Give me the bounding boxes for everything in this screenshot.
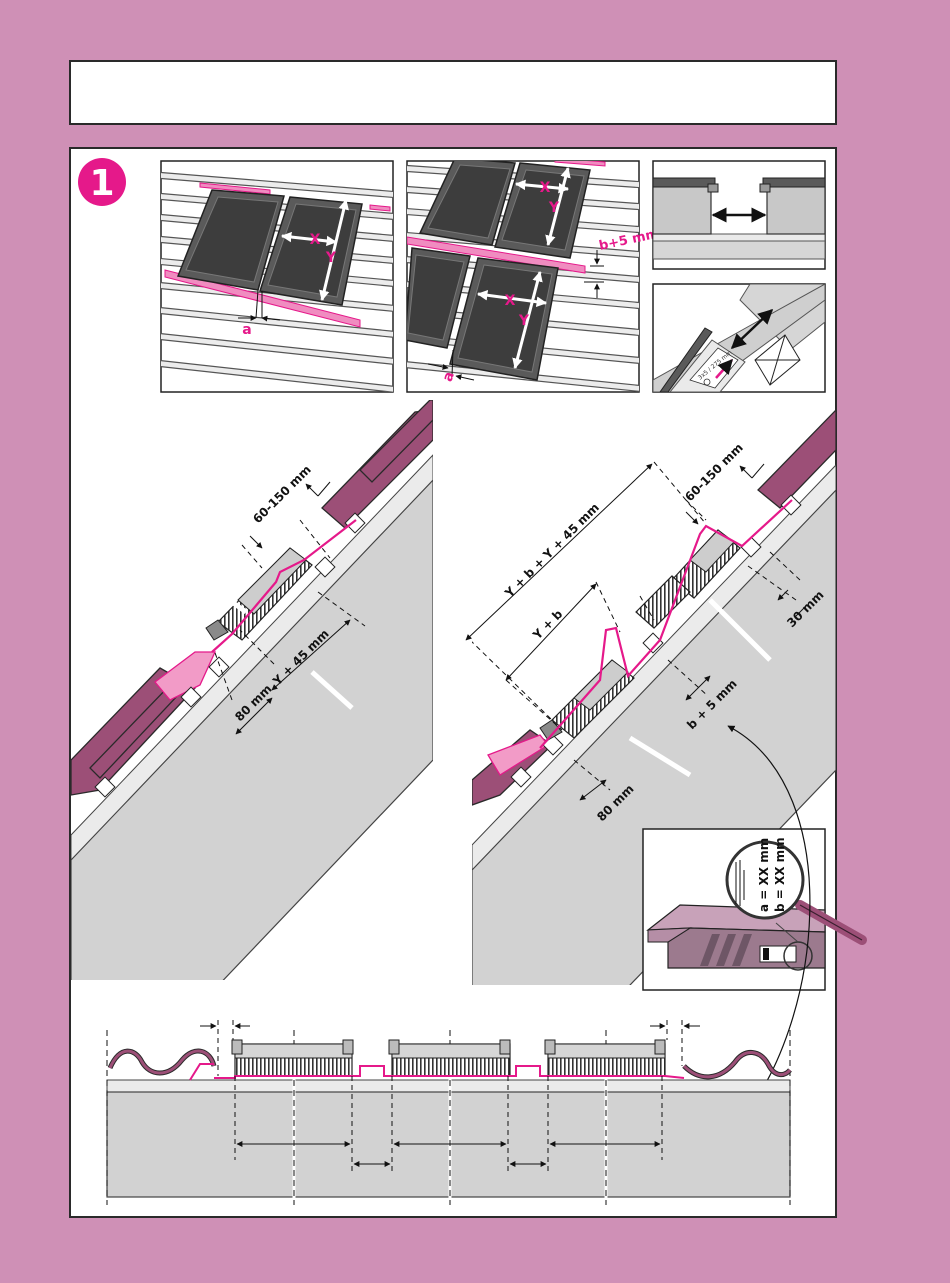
elevation-tile-left <box>110 1051 214 1080</box>
bottom-elevation <box>107 1020 790 1205</box>
step-badge: 1 <box>78 158 126 206</box>
panel-1-label-a: a <box>242 322 251 338</box>
panel-3-side-gap <box>653 161 825 269</box>
elevation-modules <box>232 1040 665 1076</box>
panel-2-label-y-top: Y <box>548 200 560 216</box>
label-line-b: b = XX mm <box>773 837 787 912</box>
panel-4-clearance: 3x5 / 275 mm <box>653 284 825 392</box>
product-box <box>648 905 825 970</box>
section-left-single-row: 60-150 mm Y + 45 mm 80 mm <box>71 400 433 1140</box>
panel-1-module-spacing: X Y a <box>155 161 400 393</box>
step-number: 1 <box>89 163 114 204</box>
panel-2-label-x-bottom: X <box>505 293 516 309</box>
section-right-dim-yb: Y + b <box>530 607 566 643</box>
elevation-tile-right <box>684 1052 790 1076</box>
section-right-dim-top: 60-150 mm <box>682 441 746 505</box>
panel-1-label-x: X <box>310 232 321 248</box>
panel-1-label-y: Y <box>325 250 337 266</box>
section-right-dim-total: Y + b + Y + 45 mm <box>502 500 602 600</box>
section-right-double-row: Y + b + Y + 45 mm Y + b 60-150 mm 30 mm … <box>466 410 836 1150</box>
label-line-a: a = XX mm <box>757 838 771 912</box>
section-left-roof <box>71 480 433 1140</box>
panel-2-row-spacing: X Y X Y b+5 mm a <box>400 158 660 392</box>
section-left-dim-top: 60-150 mm <box>250 463 314 527</box>
panel-2-label-x-top: X <box>540 180 551 196</box>
label-detail-inset: a = XX mm b = XX mm <box>643 829 862 990</box>
panel-2-label-y-bottom: Y <box>518 313 530 329</box>
